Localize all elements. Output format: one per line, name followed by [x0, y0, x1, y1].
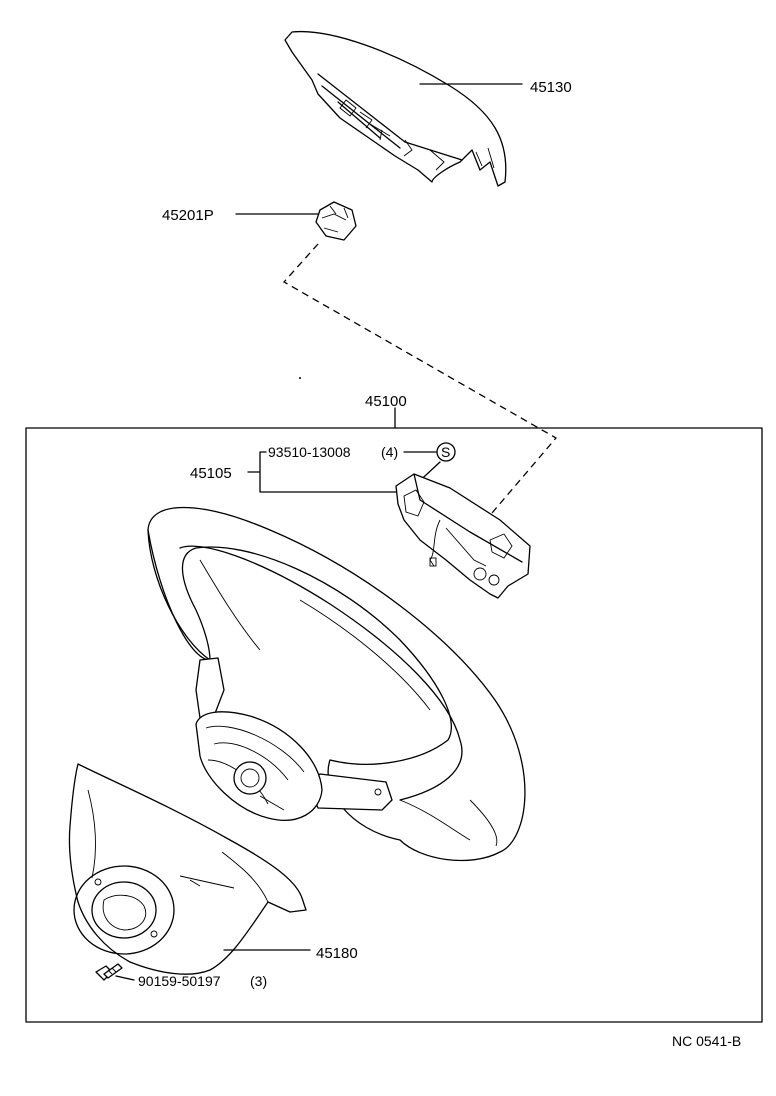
stray-dot — [299, 377, 301, 379]
label-45180: 45180 — [316, 945, 358, 962]
steering-wheel-hub — [195, 657, 393, 821]
leader-bolt — [115, 975, 135, 981]
sub-assy-45105-part — [395, 473, 531, 599]
label-screw-qty: (4) — [381, 444, 398, 460]
label-45201P: 45201P — [162, 207, 214, 224]
assembly-dashed-line — [282, 243, 558, 521]
spiral-cable-part — [315, 201, 357, 241]
label-45130: 45130 — [530, 79, 572, 96]
figure-code: NC 0541-B — [672, 1033, 741, 1049]
label-45105: 45105 — [190, 465, 232, 482]
screw-symbol-circle — [436, 442, 456, 462]
horn-pad-part — [284, 30, 507, 187]
bolt-part — [95, 963, 123, 981]
steering-wheel-rim — [147, 506, 526, 862]
bracket-45105 — [247, 451, 401, 493]
assembly-frame — [25, 427, 763, 1023]
label-screw: 93510-13008 — [268, 444, 351, 460]
label-45100: 45100 — [365, 393, 407, 410]
label-bolt-qty: (3) — [250, 973, 267, 989]
lower-cover-part — [68, 763, 307, 975]
screw-symbol-text: S — [441, 444, 450, 460]
label-bolt: 90159-50197 — [138, 973, 221, 989]
